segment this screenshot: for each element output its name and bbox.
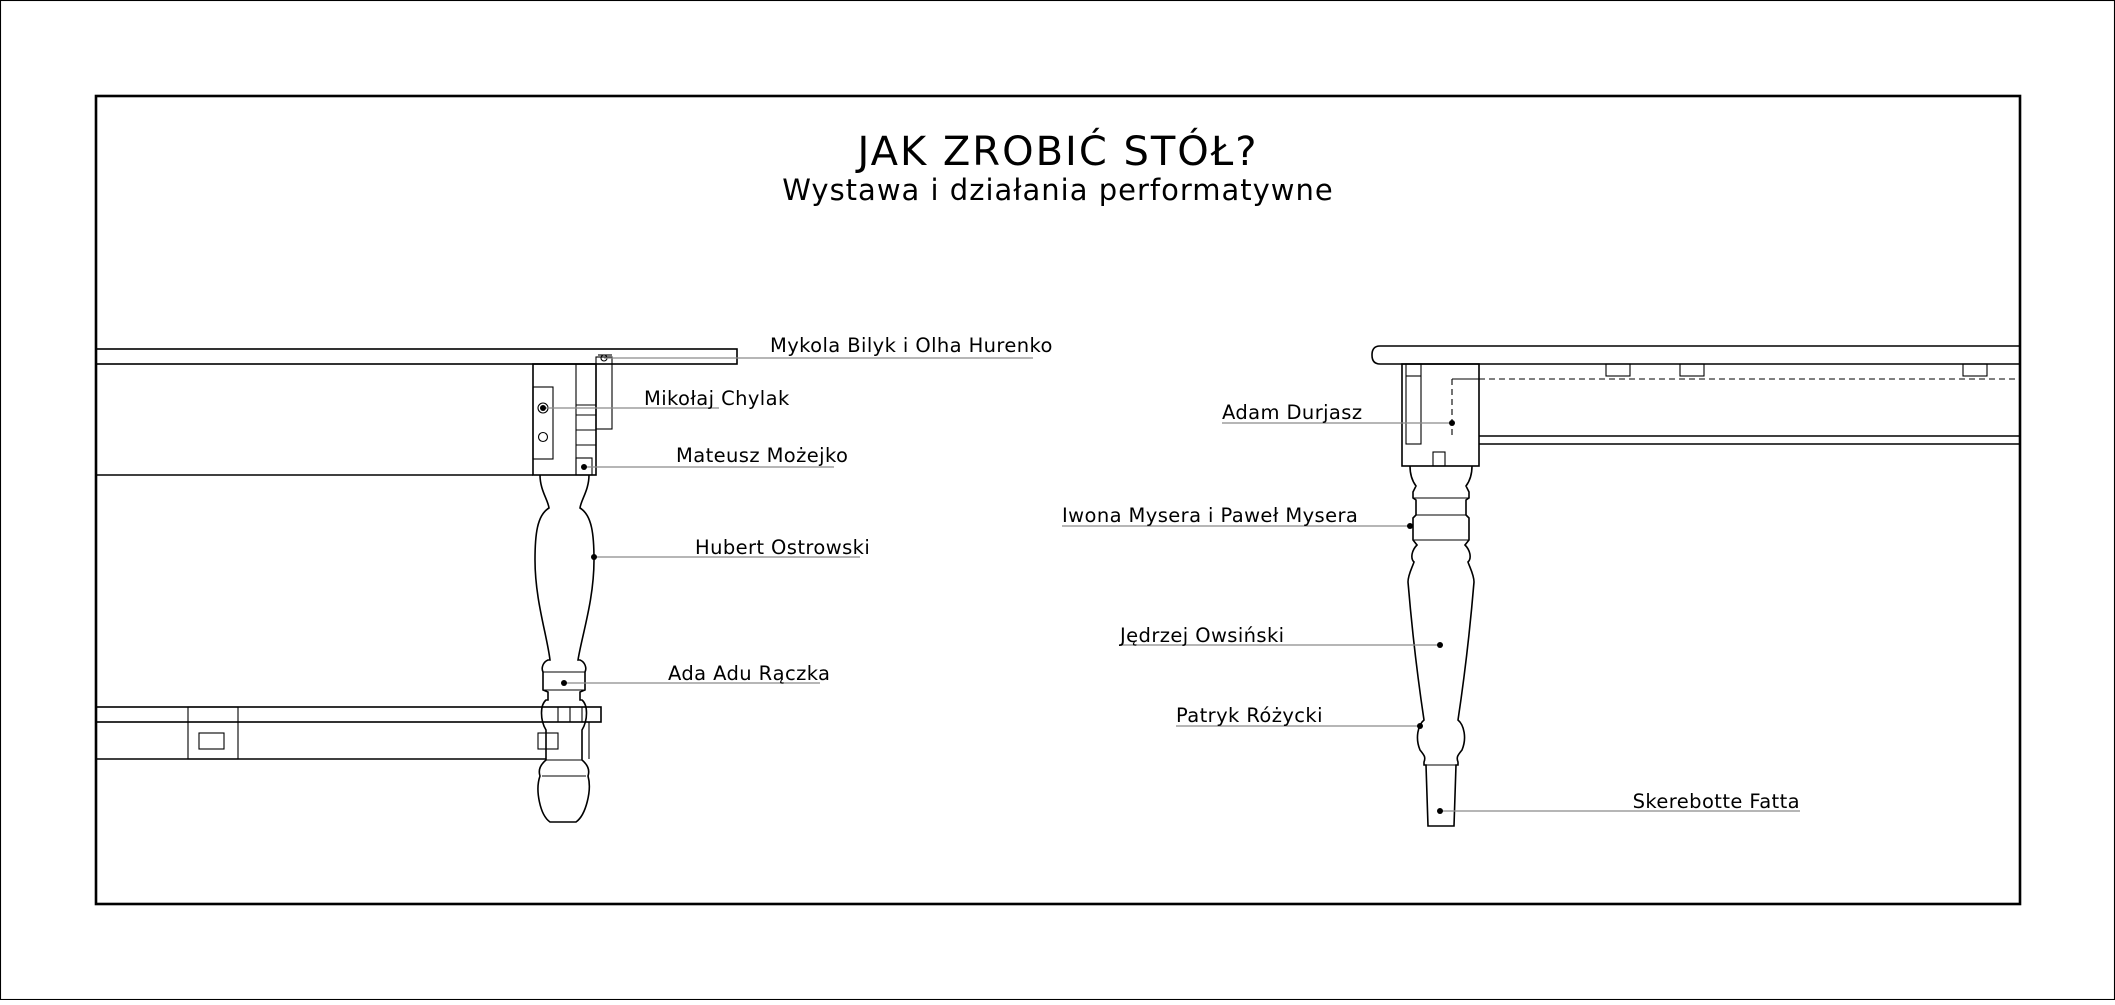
page-subtitle: Wystawa i działania performatywne [782, 173, 1334, 207]
label-raczka: Ada Adu Rączka [668, 662, 830, 685]
label-durjasz: Adam Durjasz [1222, 401, 1362, 424]
label-chylak: Mikołaj Chylak [644, 387, 790, 410]
label-ostrowski: Hubert Ostrowski [695, 536, 870, 559]
label-owsinski: Jędrzej Owsiński [1118, 624, 1285, 647]
drawing-frame [94, 94, 2022, 906]
right-table-drawing [1371, 345, 2021, 827]
label-rozycki: Patryk Różycki [1176, 704, 1323, 727]
left-table-drawing [95, 348, 738, 823]
right-labels: Adam Durjasz Iwona Mysera i Paweł Mysera… [1062, 401, 1800, 814]
label-fatta: Skerebotte Fatta [1633, 790, 1800, 813]
page-title: JAK ZROBIĆ STÓŁ? [855, 127, 1259, 175]
left-labels: Mykola Bilyk i Olha Hurenko Mikołaj Chyl… [540, 334, 1053, 686]
left-tabletop [95, 348, 738, 365]
label-bilyk: Mykola Bilyk i Olha Hurenko [770, 334, 1053, 357]
right-tabletop [1371, 345, 2021, 365]
label-mozejko: Mateusz Możejko [676, 444, 848, 467]
left-stretcher-top [95, 706, 602, 723]
label-mysera: Iwona Mysera i Paweł Mysera [1062, 504, 1358, 527]
